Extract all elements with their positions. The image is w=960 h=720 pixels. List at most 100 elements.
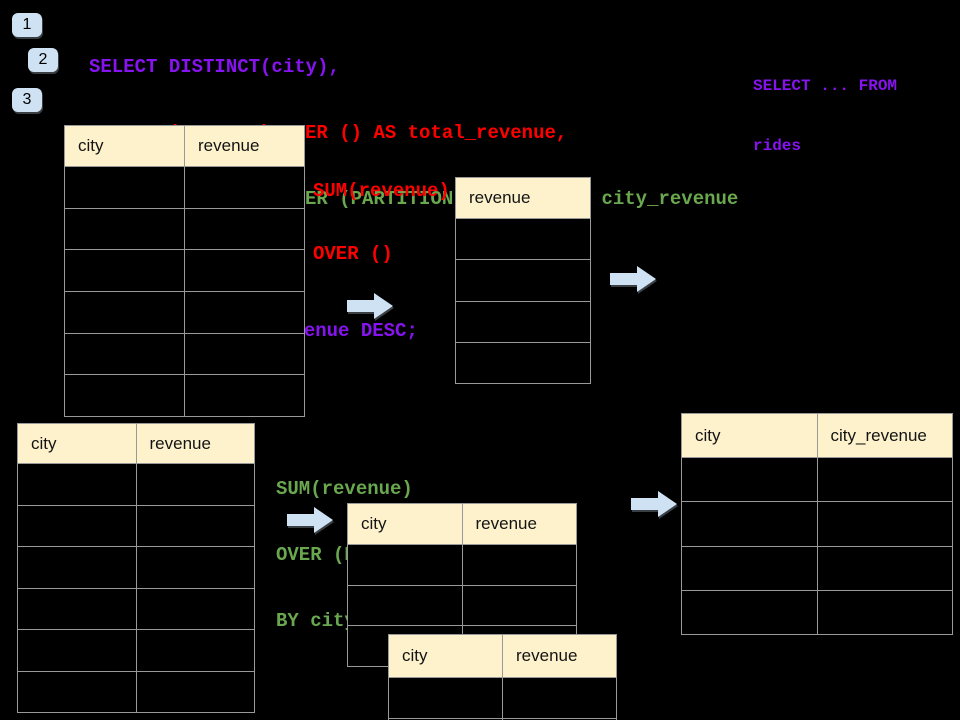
table-row: [65, 207, 304, 250]
table-cell: [816, 546, 953, 590]
table-cell: [135, 630, 255, 671]
table-row: [65, 374, 304, 417]
table-row: [456, 341, 590, 383]
table-partition-group-2: city revenue: [388, 634, 617, 720]
table-row: [348, 584, 577, 626]
arrow-right-icon: [287, 507, 333, 533]
table-row: [456, 300, 590, 342]
table-cell: [135, 671, 255, 712]
table-row: [456, 259, 590, 300]
table-cell: [502, 678, 616, 718]
table-row: [18, 670, 255, 713]
table-source-top: city revenue: [64, 125, 305, 417]
table-row: [65, 166, 304, 208]
table-cell: [18, 630, 136, 671]
table-cell: [184, 292, 304, 333]
table-source-bottom: city revenue: [17, 423, 255, 713]
table-cell: [135, 588, 255, 629]
table-city-revenue-result: city city_revenue: [681, 413, 953, 635]
column-header: revenue: [135, 424, 255, 463]
table-row: [18, 629, 254, 671]
table-row: [456, 218, 590, 259]
table-cell: [682, 458, 817, 501]
column-header: revenue: [502, 635, 616, 677]
table-cell: [65, 334, 184, 375]
table-cell: [65, 167, 184, 208]
table-cell: [456, 260, 590, 300]
table-cell: [135, 505, 255, 546]
table-cell: [18, 464, 136, 505]
table-header-row: city revenue: [348, 504, 576, 544]
column-header: city: [402, 646, 428, 665]
sql-line-select: SELECT DISTINCT(city),: [89, 56, 340, 78]
table-cell: [18, 547, 136, 588]
table-cell: [389, 678, 502, 718]
table-revenue-result: revenue: [455, 177, 591, 384]
table-header-row: city revenue: [18, 424, 254, 463]
table-header-row: city city_revenue: [682, 414, 952, 457]
table-row: [389, 677, 616, 718]
table-cell: [456, 302, 590, 342]
table-header-row: city revenue: [65, 126, 304, 166]
annotation-total-revenue: SUM(revenue) OVER (): [313, 139, 450, 307]
table-cell: [461, 545, 577, 585]
arrow-right-icon: [610, 266, 656, 292]
table-cell: [135, 547, 255, 588]
column-header: revenue: [469, 188, 531, 207]
table-row: [65, 291, 304, 333]
table-cell: [184, 208, 304, 250]
table-cell: [348, 545, 462, 585]
table-row: [18, 587, 255, 630]
arrow-right-icon: [347, 293, 393, 319]
column-header: revenue: [461, 504, 577, 544]
column-header: city: [695, 425, 721, 445]
column-header: city_revenue: [816, 414, 953, 457]
table-cell: [135, 464, 255, 505]
table-row: [65, 249, 304, 292]
table-cell: [18, 589, 136, 630]
table-row: [18, 546, 254, 588]
table-cell: [184, 250, 304, 292]
table-cell: [816, 458, 953, 502]
table-row: [348, 544, 576, 585]
table-header-row: city revenue: [389, 635, 616, 677]
annotation-partition-line-1: SUM(revenue): [276, 478, 413, 500]
table-cell: [184, 375, 304, 417]
side-note-line-2: rides: [753, 137, 802, 155]
table-cell: [184, 167, 304, 208]
side-note-code: SELECT ... FROM rides: [753, 36, 897, 196]
column-header: revenue: [184, 126, 304, 166]
column-header: city: [31, 433, 57, 453]
table-cell: [682, 502, 817, 545]
table-cell: [456, 219, 590, 259]
table-cell: [65, 250, 184, 291]
table-cell: [348, 586, 462, 626]
table-cell: [65, 375, 184, 416]
table-cell: [184, 333, 304, 375]
table-row: [65, 332, 304, 375]
column-header: city: [361, 514, 387, 533]
table-cell: [456, 343, 590, 383]
table-row: [18, 504, 255, 547]
table-row: [682, 589, 953, 634]
side-note-line-1: SELECT ... FROM: [753, 77, 898, 95]
annotation-total-line-2: OVER (): [313, 243, 393, 265]
table-row: [18, 463, 254, 505]
arrow-right-icon: [631, 491, 677, 517]
table-row: [682, 501, 952, 546]
table-cell: [18, 506, 136, 547]
step-badge-2: 2: [28, 48, 58, 72]
annotation-total-line-1: SUM(revenue): [313, 180, 450, 202]
table-cell: [816, 590, 953, 634]
table-cell: [461, 585, 577, 626]
table-cell: [65, 292, 184, 333]
table-row: [682, 457, 953, 502]
table-cell: [682, 591, 817, 634]
table-cell: [18, 672, 136, 713]
table-cell: [65, 209, 184, 250]
table-cell: [682, 547, 817, 590]
table-header-row: revenue: [456, 178, 590, 218]
column-header: city: [78, 136, 104, 155]
table-row: [682, 545, 953, 590]
